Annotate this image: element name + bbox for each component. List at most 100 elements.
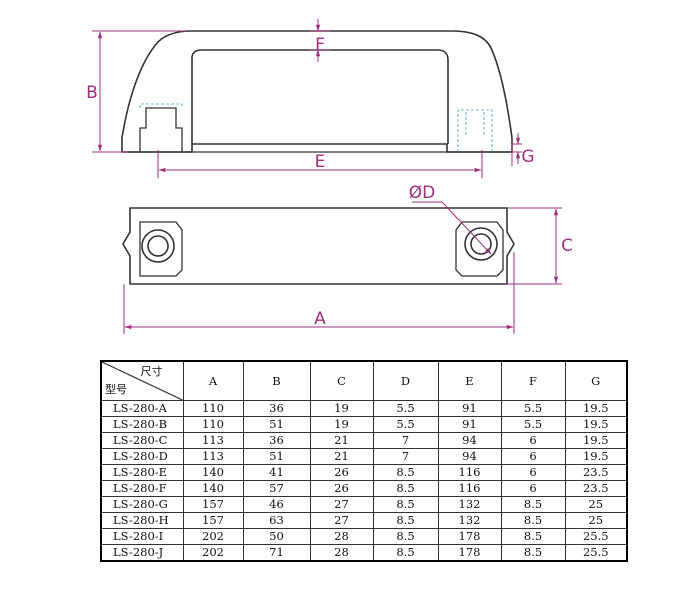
value-cell: 8.5: [372, 544, 439, 562]
model-cell: LS-280-I: [100, 528, 184, 545]
dim-label-e: E: [315, 152, 326, 172]
value-cell: 7: [372, 448, 439, 465]
value-cell: 27: [309, 512, 374, 529]
value-cell: 6: [500, 480, 566, 497]
value-cell: 36: [242, 400, 311, 417]
left-hole-outer: [141, 229, 175, 263]
handle-inner-profile: [191, 49, 449, 144]
value-cell: 8.5: [372, 496, 439, 513]
value-cell: 71: [242, 544, 311, 562]
table-corner-header: 尺寸 型号: [100, 360, 184, 401]
right-boss: [455, 221, 504, 277]
value-cell: 28: [309, 544, 374, 562]
dim-label-a: A: [314, 309, 326, 329]
value-cell: 94: [437, 432, 502, 449]
value-cell: 8.5: [372, 464, 439, 481]
dim-label-d: ØD: [409, 183, 435, 203]
side-view-dimensions: [92, 19, 522, 178]
corner-label-dimension: 尺寸: [140, 365, 163, 378]
value-cell: 26: [309, 480, 374, 497]
value-cell: 140: [182, 480, 244, 497]
column-header: F: [500, 360, 566, 401]
value-cell: 19.5: [564, 416, 628, 433]
value-cell: 8.5: [500, 544, 566, 562]
table-header-row: 尺寸 型号 A B C D E F G: [100, 360, 628, 401]
model-cell: LS-280-D: [100, 448, 184, 465]
value-cell: 202: [182, 544, 244, 562]
value-cell: 27: [309, 496, 374, 513]
value-cell: 19: [309, 400, 374, 417]
column-header: G: [564, 360, 628, 401]
value-cell: 178: [437, 528, 502, 545]
value-cell: 110: [182, 400, 244, 417]
dim-label-b: B: [86, 83, 98, 103]
value-cell: 5.5: [500, 400, 566, 417]
value-cell: 51: [242, 448, 311, 465]
value-cell: 19.5: [564, 448, 628, 465]
left-hole-inner: [147, 235, 169, 257]
value-cell: 132: [437, 512, 502, 529]
value-cell: 8.5: [372, 480, 439, 497]
model-cell: LS-280-J: [100, 544, 184, 562]
value-cell: 157: [182, 512, 244, 529]
value-cell: 46: [242, 496, 311, 513]
model-cell: LS-280-F: [100, 480, 184, 497]
value-cell: 116: [437, 480, 502, 497]
value-cell: 113: [182, 448, 244, 465]
value-cell: 25: [564, 512, 628, 529]
value-cell: 8.5: [500, 528, 566, 545]
value-cell: 25.5: [564, 544, 628, 562]
model-cell: LS-280-B: [100, 416, 184, 433]
right-hole-outer: [464, 227, 498, 261]
value-cell: 50: [242, 528, 311, 545]
value-cell: 23.5: [564, 480, 628, 497]
value-cell: 132: [437, 496, 502, 513]
corner-label-model: 型号: [105, 383, 127, 396]
value-cell: 6: [500, 448, 566, 465]
value-cell: 7: [372, 432, 439, 449]
value-cell: 23.5: [564, 464, 628, 481]
value-cell: 36: [242, 432, 311, 449]
value-cell: 140: [182, 464, 244, 481]
left-foot-section: [139, 107, 183, 152]
right-hole-inner: [470, 233, 492, 255]
value-cell: 25: [564, 496, 628, 513]
value-cell: 51: [242, 416, 311, 433]
value-cell: 21: [309, 448, 374, 465]
technical-drawing: B F E G ØD C A: [86, 19, 573, 334]
model-cell: LS-280-G: [100, 496, 184, 513]
value-cell: 21: [309, 432, 374, 449]
column-header: A: [182, 360, 244, 401]
column-header: E: [437, 360, 502, 401]
right-foot-hidden-lines: [139, 103, 493, 152]
value-cell: 116: [437, 464, 502, 481]
value-cell: 178: [437, 544, 502, 562]
value-cell: 6: [500, 464, 566, 481]
model-cell: LS-280-E: [100, 464, 184, 481]
value-cell: 5.5: [500, 416, 566, 433]
value-cell: 25.5: [564, 528, 628, 545]
value-cell: 91: [437, 416, 502, 433]
model-cell: LS-280-A: [100, 400, 184, 417]
value-cell: 63: [242, 512, 311, 529]
value-cell: 6: [500, 432, 566, 449]
value-cell: 8.5: [500, 496, 566, 513]
dim-label-g: G: [521, 147, 534, 167]
value-cell: 8.5: [372, 512, 439, 529]
value-cell: 57: [242, 480, 311, 497]
value-cell: 19.5: [564, 432, 628, 449]
bottom-view: [122, 207, 515, 285]
value-cell: 202: [182, 528, 244, 545]
column-header: C: [309, 360, 374, 401]
value-cell: 26: [309, 464, 374, 481]
column-header: B: [242, 360, 311, 401]
value-cell: 41: [242, 464, 311, 481]
value-cell: 8.5: [372, 528, 439, 545]
